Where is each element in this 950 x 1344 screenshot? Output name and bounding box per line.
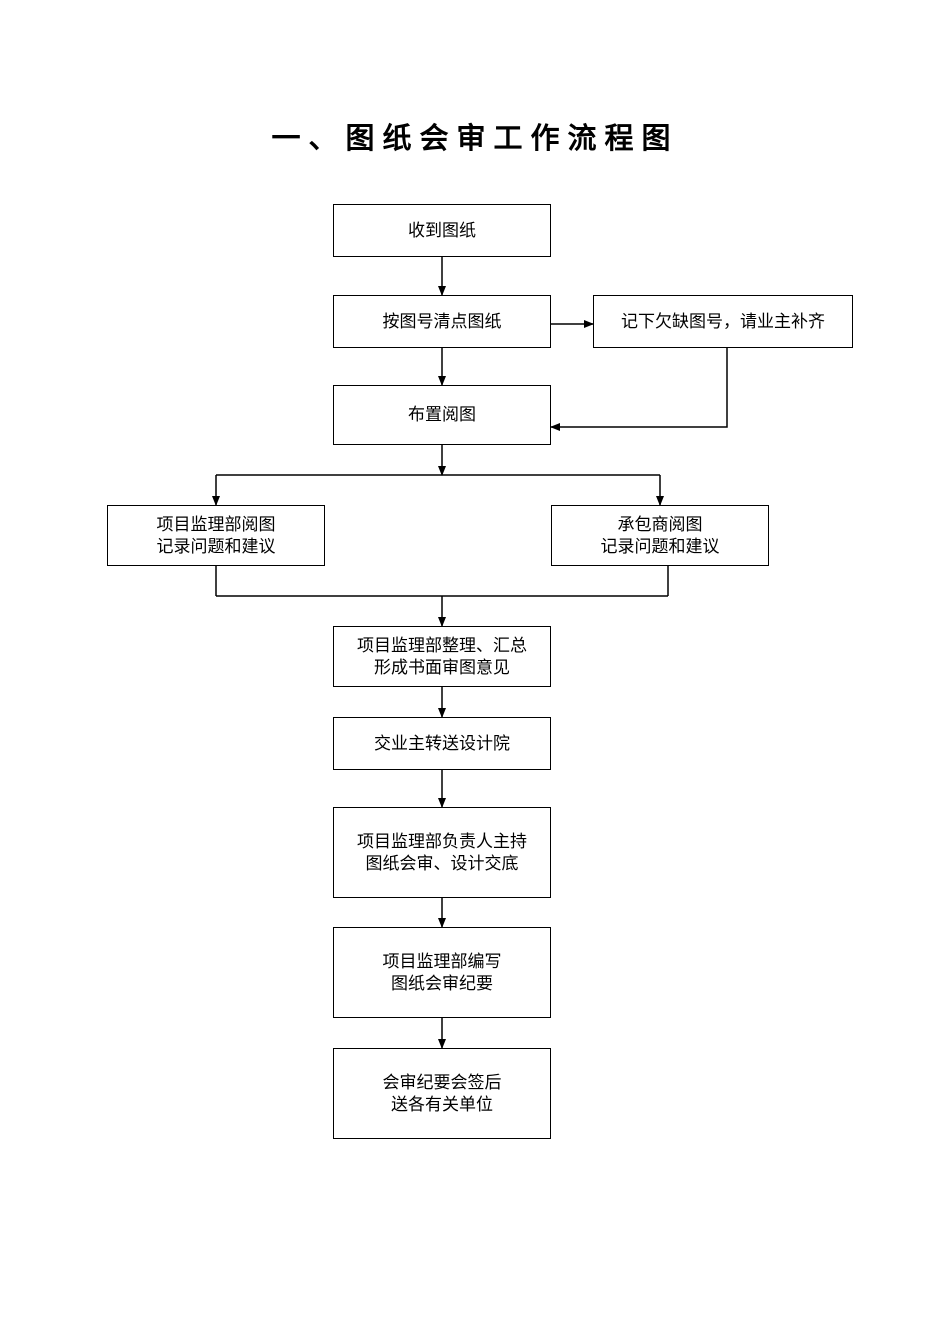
step-arrange-review: 布置阅图 bbox=[333, 385, 551, 445]
step-label: 记下欠缺图号，请业主补齐 bbox=[621, 311, 825, 332]
step-label-line-2: 记录问题和建议 bbox=[600, 536, 720, 557]
step-record-missing: 记下欠缺图号，请业主补齐 bbox=[593, 295, 853, 348]
step-receive-drawings: 收到图纸 bbox=[333, 204, 551, 257]
step-label-line-1: 项目监理部整理、汇总 bbox=[357, 635, 527, 656]
step-label-line-1: 项目监理部阅图 bbox=[156, 514, 276, 535]
step-label-line-2: 送各有关单位 bbox=[391, 1094, 493, 1115]
arrow-missing-to-arrange bbox=[550, 348, 728, 431]
step-label-line-1: 项目监理部编写 bbox=[382, 951, 502, 972]
step-label: 收到图纸 bbox=[408, 220, 476, 241]
step-compile-opinions: 项目监理部整理、汇总 形成书面审图意见 bbox=[333, 626, 551, 687]
step-label: 按图号清点图纸 bbox=[382, 311, 502, 332]
step-forward-to-designer: 交业主转送设计院 bbox=[333, 717, 551, 770]
step-label: 交业主转送设计院 bbox=[374, 733, 510, 754]
step-label-line-2: 图纸会审纪要 bbox=[391, 973, 493, 994]
step-label-line-2: 记录问题和建议 bbox=[156, 536, 276, 557]
step-label-line-1: 承包商阅图 bbox=[617, 514, 703, 535]
step-label-line-2: 图纸会审、设计交底 bbox=[365, 853, 519, 874]
step-write-minutes: 项目监理部编写 图纸会审纪要 bbox=[333, 927, 551, 1018]
step-check-drawings: 按图号清点图纸 bbox=[333, 295, 551, 348]
step-label-line-1: 会审纪要会签后 bbox=[382, 1072, 502, 1093]
step-review-meeting: 项目监理部负责人主持 图纸会审、设计交底 bbox=[333, 807, 551, 898]
step-label: 布置阅图 bbox=[408, 405, 476, 425]
step-label-line-1: 项目监理部负责人主持 bbox=[357, 831, 527, 852]
step-label-line-2: 形成书面审图意见 bbox=[374, 657, 510, 678]
page-title: 一、图纸会审工作流程图 bbox=[271, 121, 679, 155]
